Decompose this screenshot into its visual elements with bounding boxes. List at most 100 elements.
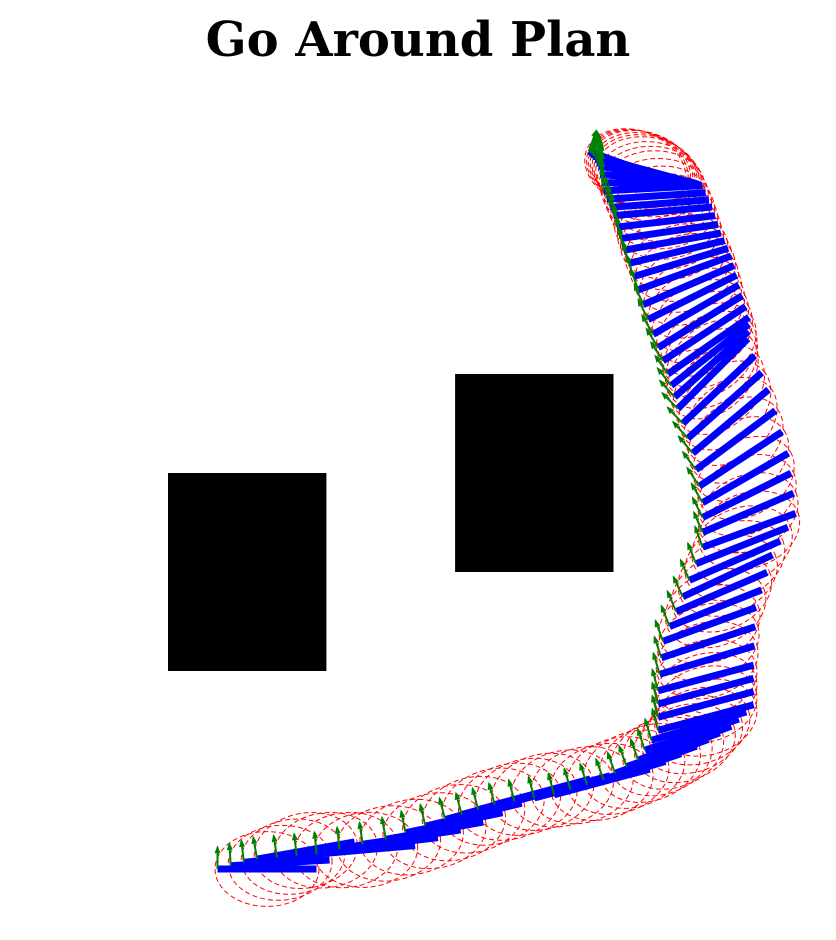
heading-arrow-head <box>595 757 602 767</box>
safety-ellipse <box>629 223 733 302</box>
heading-arrow-head <box>507 778 514 787</box>
robot-body-segment <box>665 314 752 377</box>
robot-body-segment <box>637 722 733 764</box>
robot-body-segment <box>674 569 769 615</box>
heading-arrow-head <box>239 838 246 848</box>
robot-body-segment <box>661 604 758 645</box>
heading-arrow-head <box>686 466 694 475</box>
heading-arrow-head <box>251 835 258 845</box>
robot-body-segment <box>606 189 706 203</box>
safety-ellipse <box>633 233 736 313</box>
heading-arrow-head <box>672 575 679 584</box>
heading-arrow-head <box>334 825 341 834</box>
robot-body-layer <box>217 147 797 873</box>
robot-body-segment <box>657 661 755 695</box>
robot-body-segment <box>701 469 793 521</box>
heading-arrow-head <box>380 815 387 825</box>
heading-arrow-head <box>357 820 364 830</box>
robot-body-segment <box>385 818 484 843</box>
safety-ellipse <box>382 792 487 870</box>
safety-ellipse <box>214 831 320 907</box>
heading-arrow-head <box>637 727 643 737</box>
robot-body-segment <box>657 674 755 708</box>
heading-arrow-head <box>547 771 553 781</box>
safety-ellipse <box>600 150 706 227</box>
robot-body-segment <box>701 510 797 551</box>
heading-arrow-head <box>591 128 597 138</box>
heading-arrow-head <box>312 830 319 839</box>
obstacle-layer <box>168 374 614 671</box>
robot-body-segment <box>694 523 790 568</box>
robot-body-segment <box>672 328 751 400</box>
safety-ellipse <box>336 805 442 882</box>
safety-ellipse <box>253 812 358 889</box>
safety-ellipse <box>633 703 736 784</box>
heading-arrow-head <box>609 191 616 201</box>
robot-body-segment <box>668 586 763 630</box>
robot-body-segment <box>661 303 748 364</box>
heading-arrow-head <box>666 406 675 415</box>
heading-arrow-head <box>399 809 406 818</box>
heading-arrow-head <box>418 802 425 812</box>
heading-arrow-head <box>654 618 661 628</box>
heading-arrow-head <box>690 482 698 491</box>
heading-arrow-layer <box>214 128 704 869</box>
robot-body-segment <box>681 551 775 600</box>
safety-ellipse <box>603 157 709 234</box>
safety-ellipse <box>662 310 758 399</box>
safety-ellipse <box>672 344 766 435</box>
heading-arrow-head <box>661 391 669 400</box>
heading-arrow-head <box>658 379 667 388</box>
heading-arrow-head <box>671 420 680 429</box>
safety-ellipse <box>654 652 758 731</box>
heading-arrow-head <box>641 313 648 323</box>
robot-body-segment <box>700 450 791 506</box>
robot-body-segment <box>693 407 778 473</box>
robot-body-segment <box>690 386 771 456</box>
heading-arrow-head <box>651 667 657 677</box>
safety-ellipse <box>421 775 526 854</box>
chart-title: Go Around Plan <box>205 12 631 68</box>
heading-arrow-head <box>651 694 657 703</box>
heading-arrow-head <box>693 510 700 520</box>
heading-arrow-head <box>214 845 221 854</box>
robot-body-segment <box>697 428 784 490</box>
robot-body-segment <box>646 271 739 323</box>
safety-ellipse <box>607 165 712 242</box>
safety-ellipse <box>657 602 760 682</box>
heading-arrow-head <box>651 681 657 690</box>
robot-body-segment <box>622 229 722 254</box>
heading-arrow-head <box>653 635 660 644</box>
robot-body-segment <box>609 196 710 211</box>
robot-body-segment <box>685 369 765 441</box>
robot-body-segment <box>701 489 795 536</box>
heading-arrow-head <box>487 781 494 791</box>
heading-arrow-head <box>681 450 689 459</box>
obstacle-1 <box>168 473 327 671</box>
heading-arrow-head <box>679 558 686 567</box>
safety-ellipse <box>598 145 704 222</box>
obstacle-2 <box>455 374 614 572</box>
safety-ellipse <box>698 490 801 571</box>
robot-body-segment <box>641 262 736 308</box>
safety-ellipse <box>664 319 759 410</box>
heading-arrow-head <box>602 175 609 184</box>
heading-arrow-head <box>618 744 625 753</box>
heading-arrow-head <box>527 775 534 784</box>
robot-body-segment <box>688 537 782 584</box>
heading-arrow-head <box>606 183 612 192</box>
safety-ellipse <box>687 396 784 484</box>
heading-arrow-head <box>645 327 653 336</box>
robot-body-segment <box>660 623 757 662</box>
robot-body-segment <box>658 642 756 678</box>
heading-arrow-head <box>694 524 701 534</box>
robot-body-segment <box>632 244 730 281</box>
heading-arrow-head <box>654 354 662 363</box>
heading-arrow-head <box>691 496 699 505</box>
heading-arrow-head <box>471 786 478 796</box>
safety-ellipse <box>359 798 464 876</box>
robot-body-segment <box>627 237 726 267</box>
heading-arrow-head <box>652 651 659 661</box>
heading-arrow-head <box>226 841 233 851</box>
